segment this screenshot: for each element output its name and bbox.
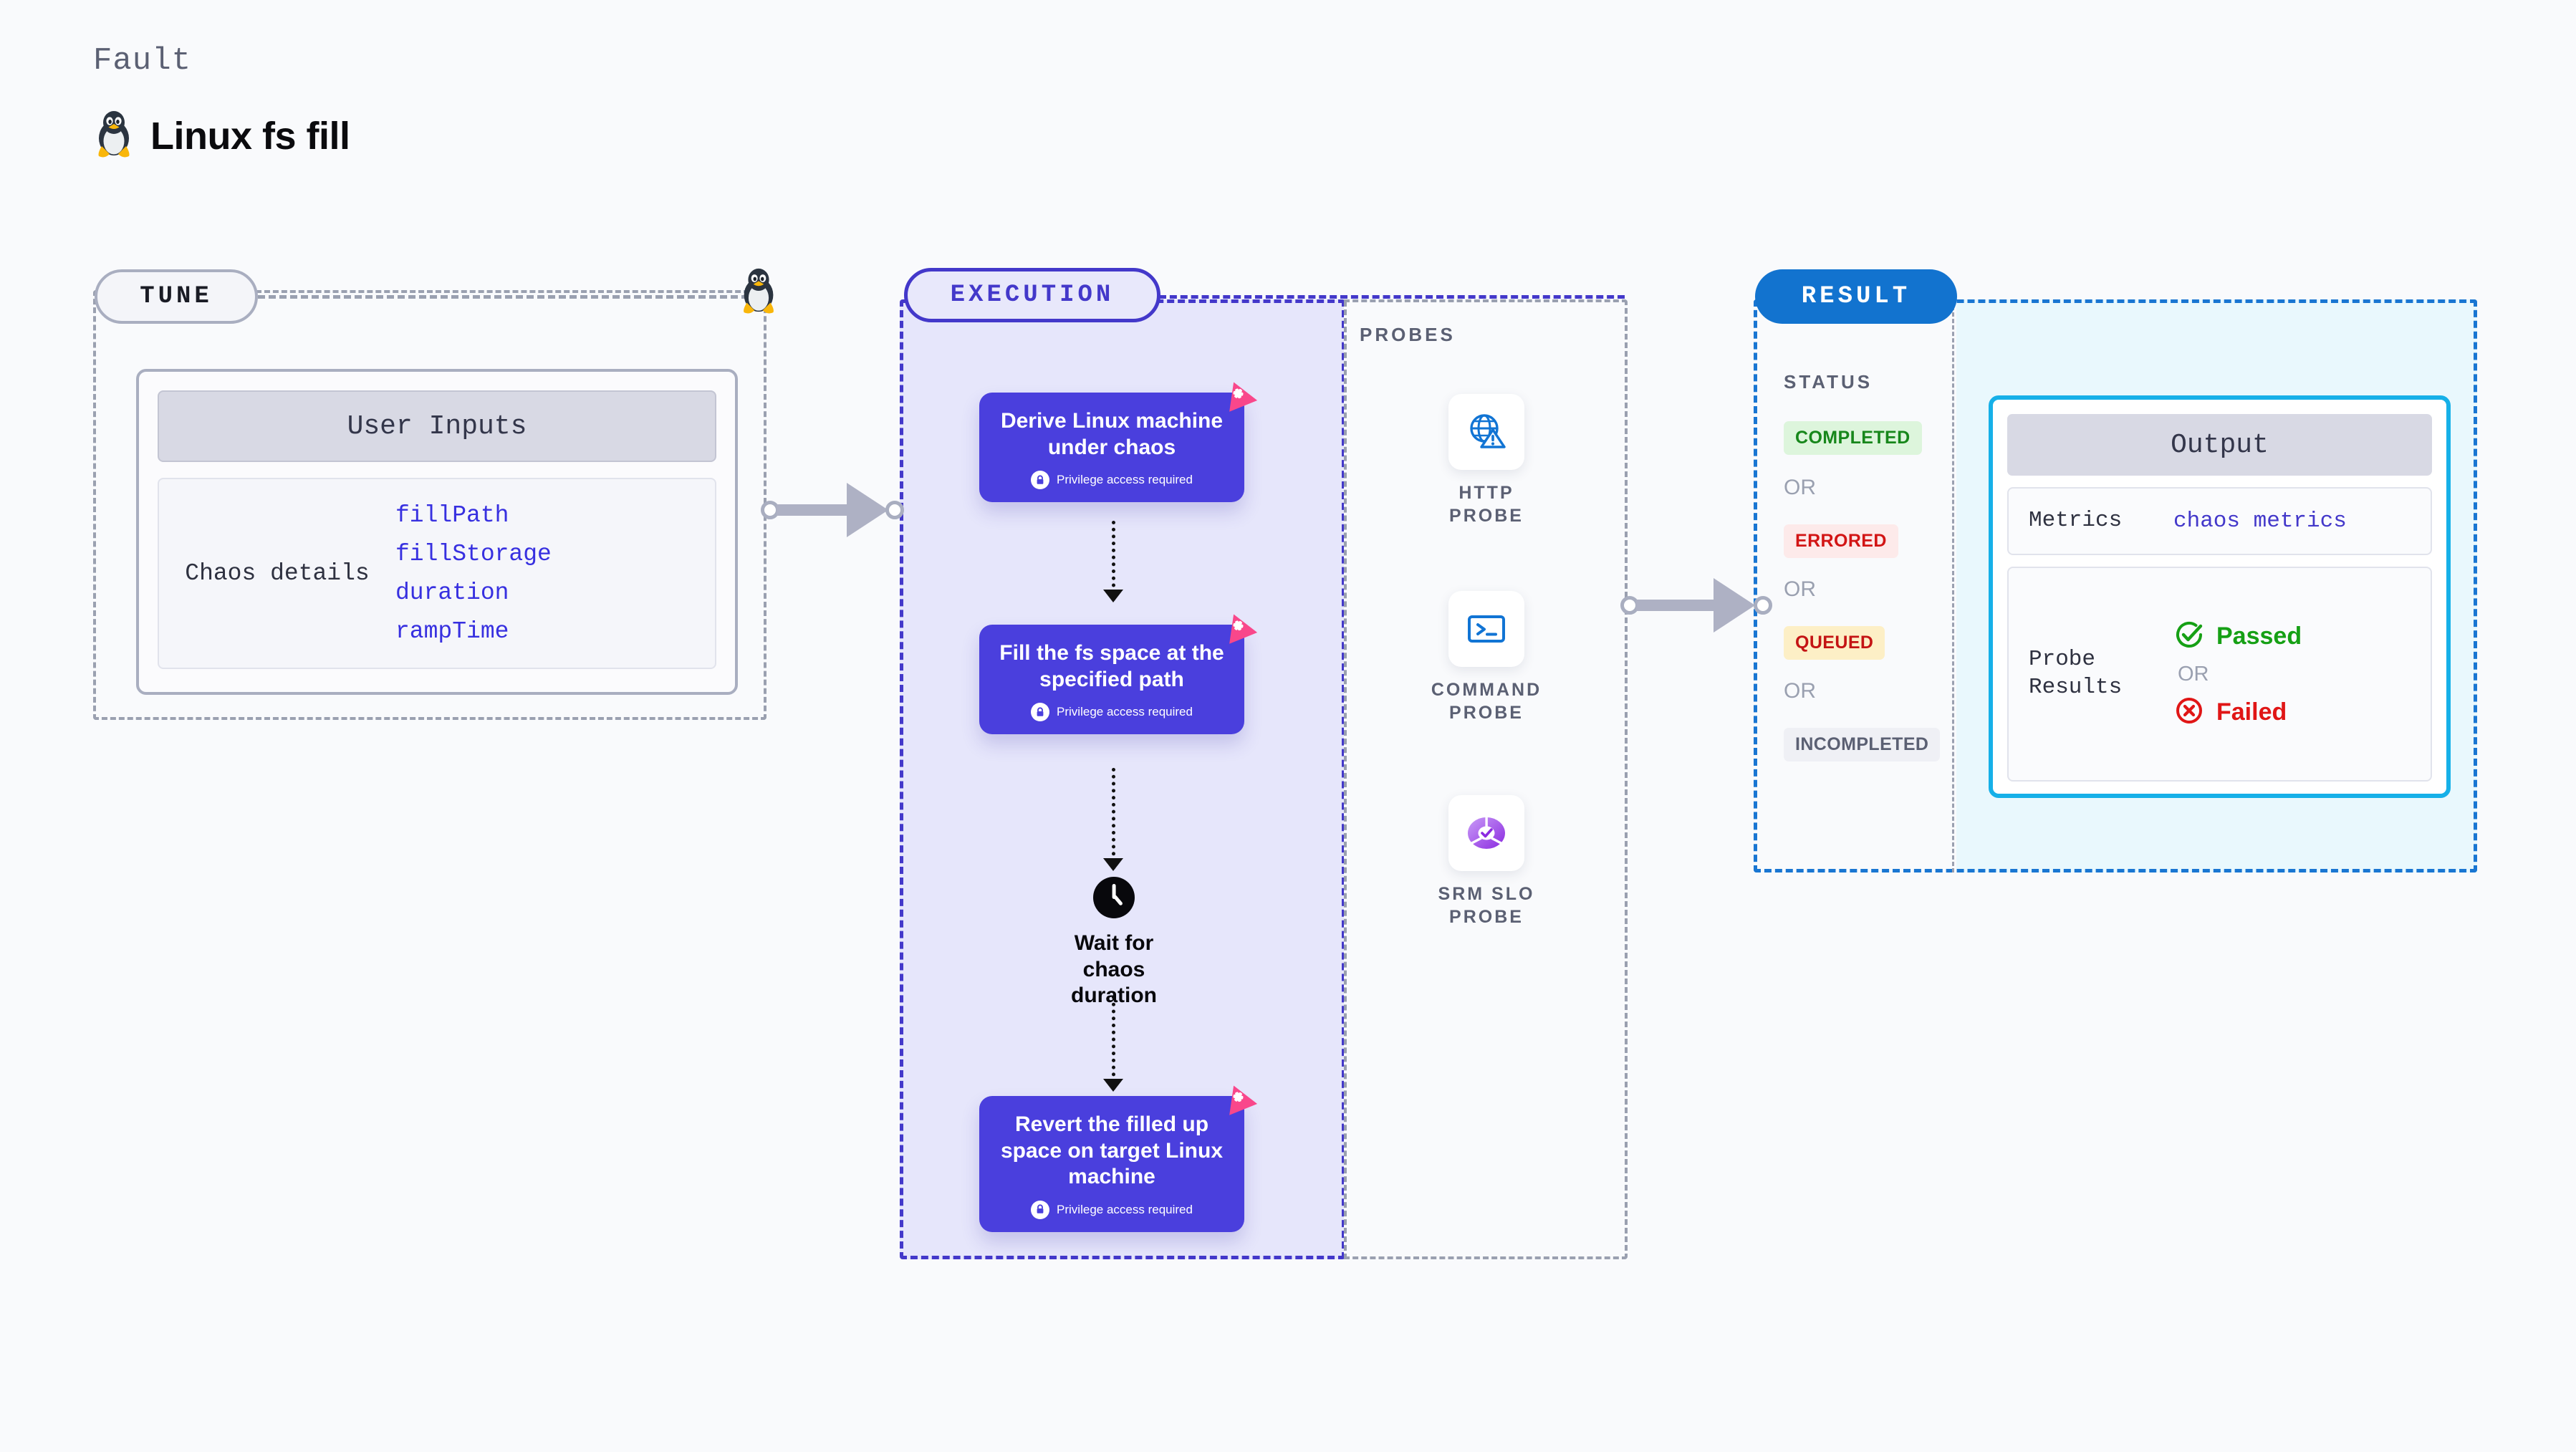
status-badge-incompleted: INCOMPLETED bbox=[1784, 728, 1941, 761]
connector-line bbox=[1112, 768, 1115, 870]
metrics-key: Metrics bbox=[2029, 508, 2123, 534]
chaos-details-label: Chaos details bbox=[185, 560, 370, 587]
step-connector bbox=[1103, 521, 1123, 602]
lock-icon bbox=[1031, 1200, 1050, 1219]
status-title: STATUS bbox=[1784, 371, 1873, 393]
probe-command[interactable]: COMMAND PROBE bbox=[1426, 591, 1547, 724]
execution-step-card[interactable]: Fill the fs space at the specified path … bbox=[979, 614, 1258, 735]
user-inputs-header: User Inputs bbox=[158, 390, 716, 462]
connector-end-dot bbox=[885, 501, 904, 519]
param-ramptime[interactable]: rampTime bbox=[395, 618, 509, 645]
tux-penguin-icon bbox=[93, 109, 135, 163]
execution-step-title: Revert the filled up space on target Lin… bbox=[1000, 1112, 1224, 1189]
connector-arrowhead bbox=[847, 483, 888, 537]
output-card: Output Metrics chaos metrics Probe Resul… bbox=[1989, 395, 2451, 798]
connector-arrowhead bbox=[1714, 578, 1755, 633]
execution-pill[interactable]: EXECUTION bbox=[904, 268, 1160, 322]
lock-icon bbox=[1031, 471, 1050, 490]
connector-arrowhead bbox=[1103, 858, 1123, 871]
tux-penguin-icon bbox=[738, 266, 779, 319]
step-connector bbox=[1103, 768, 1123, 871]
connector-probes-to-result bbox=[1620, 577, 1772, 634]
param-duration[interactable]: duration bbox=[395, 580, 509, 606]
lock-icon bbox=[1031, 703, 1050, 722]
wait-node-label: Wait for chaos duration bbox=[1071, 931, 1157, 1008]
execution-step-card[interactable]: Derive Linux machine under chaos Privile… bbox=[979, 382, 1258, 503]
output-header: Output bbox=[2007, 414, 2432, 476]
connector-shaft bbox=[1636, 600, 1736, 611]
connector-tune-to-execution bbox=[761, 481, 904, 539]
connector-end-dot bbox=[1754, 596, 1772, 615]
privilege-note: Privilege access required bbox=[994, 703, 1230, 722]
tune-boundary-line bbox=[258, 295, 759, 299]
status-badge-errored: ERRORED bbox=[1784, 524, 1898, 558]
status-or-2: OR bbox=[1784, 577, 1816, 601]
privilege-note: Privilege access required bbox=[994, 471, 1230, 490]
chaos-fault-badge-icon bbox=[1220, 609, 1259, 648]
step-connector bbox=[1103, 996, 1123, 1092]
probe-results-row: Probe Results Passed OR bbox=[2007, 567, 2432, 782]
privilege-note: Privilege access required bbox=[994, 1200, 1230, 1219]
probes-title: PROBES bbox=[1360, 324, 1456, 345]
connector-shaft bbox=[777, 504, 870, 516]
user-inputs-card: User Inputs Chaos details fillPath fillS… bbox=[136, 369, 738, 695]
page-header: Fault Linux fs fill bbox=[93, 43, 350, 163]
fault-section-label: Fault bbox=[93, 43, 192, 79]
probe-results-key: Probe Results bbox=[2029, 647, 2123, 700]
probe-label: SRM SLO PROBE bbox=[1438, 884, 1535, 927]
result-status-column bbox=[1754, 299, 1954, 872]
connector-line bbox=[1112, 996, 1115, 1090]
probe-results-values: Passed OR Failed bbox=[2173, 619, 2302, 730]
check-circle-icon bbox=[2173, 619, 2205, 654]
page-title: Linux fs fill bbox=[150, 114, 350, 158]
metrics-link[interactable]: chaos metrics bbox=[2173, 509, 2347, 534]
execution-step-title: Derive Linux machine under chaos bbox=[1000, 409, 1224, 459]
result-pill[interactable]: RESULT bbox=[1755, 269, 1957, 324]
probe-http[interactable]: HTTP PROBE bbox=[1426, 394, 1547, 527]
param-fillstorage[interactable]: fillStorage bbox=[395, 541, 552, 567]
clock-icon bbox=[1092, 877, 1136, 923]
probe-results-or: OR bbox=[2178, 662, 2209, 686]
probe-label: HTTP PROBE bbox=[1449, 483, 1524, 526]
status-or-1: OR bbox=[1784, 476, 1816, 499]
probe-result-passed: Passed bbox=[2173, 619, 2302, 654]
connector-line bbox=[1112, 521, 1115, 601]
status-badge-completed: COMPLETED bbox=[1784, 421, 1922, 455]
param-fillpath[interactable]: fillPath bbox=[395, 502, 509, 529]
execution-step-title: Fill the fs space at the specified path bbox=[999, 641, 1224, 691]
probe-result-failed: Failed bbox=[2173, 695, 2302, 730]
connector-arrowhead bbox=[1103, 1079, 1123, 1092]
tune-pill[interactable]: TUNE bbox=[95, 269, 258, 324]
execution-step-card[interactable]: Revert the filled up space on target Lin… bbox=[979, 1085, 1258, 1232]
terminal-icon bbox=[1448, 591, 1524, 667]
connector-arrowhead bbox=[1103, 590, 1123, 602]
privilege-text: Privilege access required bbox=[1057, 1202, 1193, 1216]
privilege-text: Privilege access required bbox=[1057, 473, 1193, 487]
page-title-row: Linux fs fill bbox=[93, 109, 350, 163]
wait-node: Wait for chaos duration bbox=[1067, 875, 1160, 1009]
chaos-fault-badge-icon bbox=[1220, 1080, 1259, 1119]
status-or-3: OR bbox=[1784, 679, 1816, 703]
chaos-details-row: Chaos details fillPath fillStorage durat… bbox=[158, 478, 716, 669]
passed-label: Passed bbox=[2216, 622, 2302, 650]
execution-boundary-line bbox=[1159, 295, 1625, 299]
slo-donut-check-icon bbox=[1448, 795, 1524, 871]
x-circle-icon bbox=[2173, 695, 2205, 730]
metrics-row: Metrics chaos metrics bbox=[2007, 487, 2432, 555]
privilege-text: Privilege access required bbox=[1057, 705, 1193, 719]
probe-label: COMMAND PROBE bbox=[1431, 680, 1542, 723]
result-region bbox=[1754, 299, 2477, 872]
status-badge-queued: QUEUED bbox=[1784, 626, 1885, 660]
chaos-fault-badge-icon bbox=[1220, 377, 1259, 415]
chaos-parameter-list: fillPath fillStorage duration rampTime bbox=[395, 502, 552, 645]
failed-label: Failed bbox=[2216, 698, 2287, 726]
globe-warning-icon bbox=[1448, 394, 1524, 470]
probe-srm-slo[interactable]: SRM SLO PROBE bbox=[1426, 795, 1547, 928]
probes-divider bbox=[1344, 301, 1347, 1259]
